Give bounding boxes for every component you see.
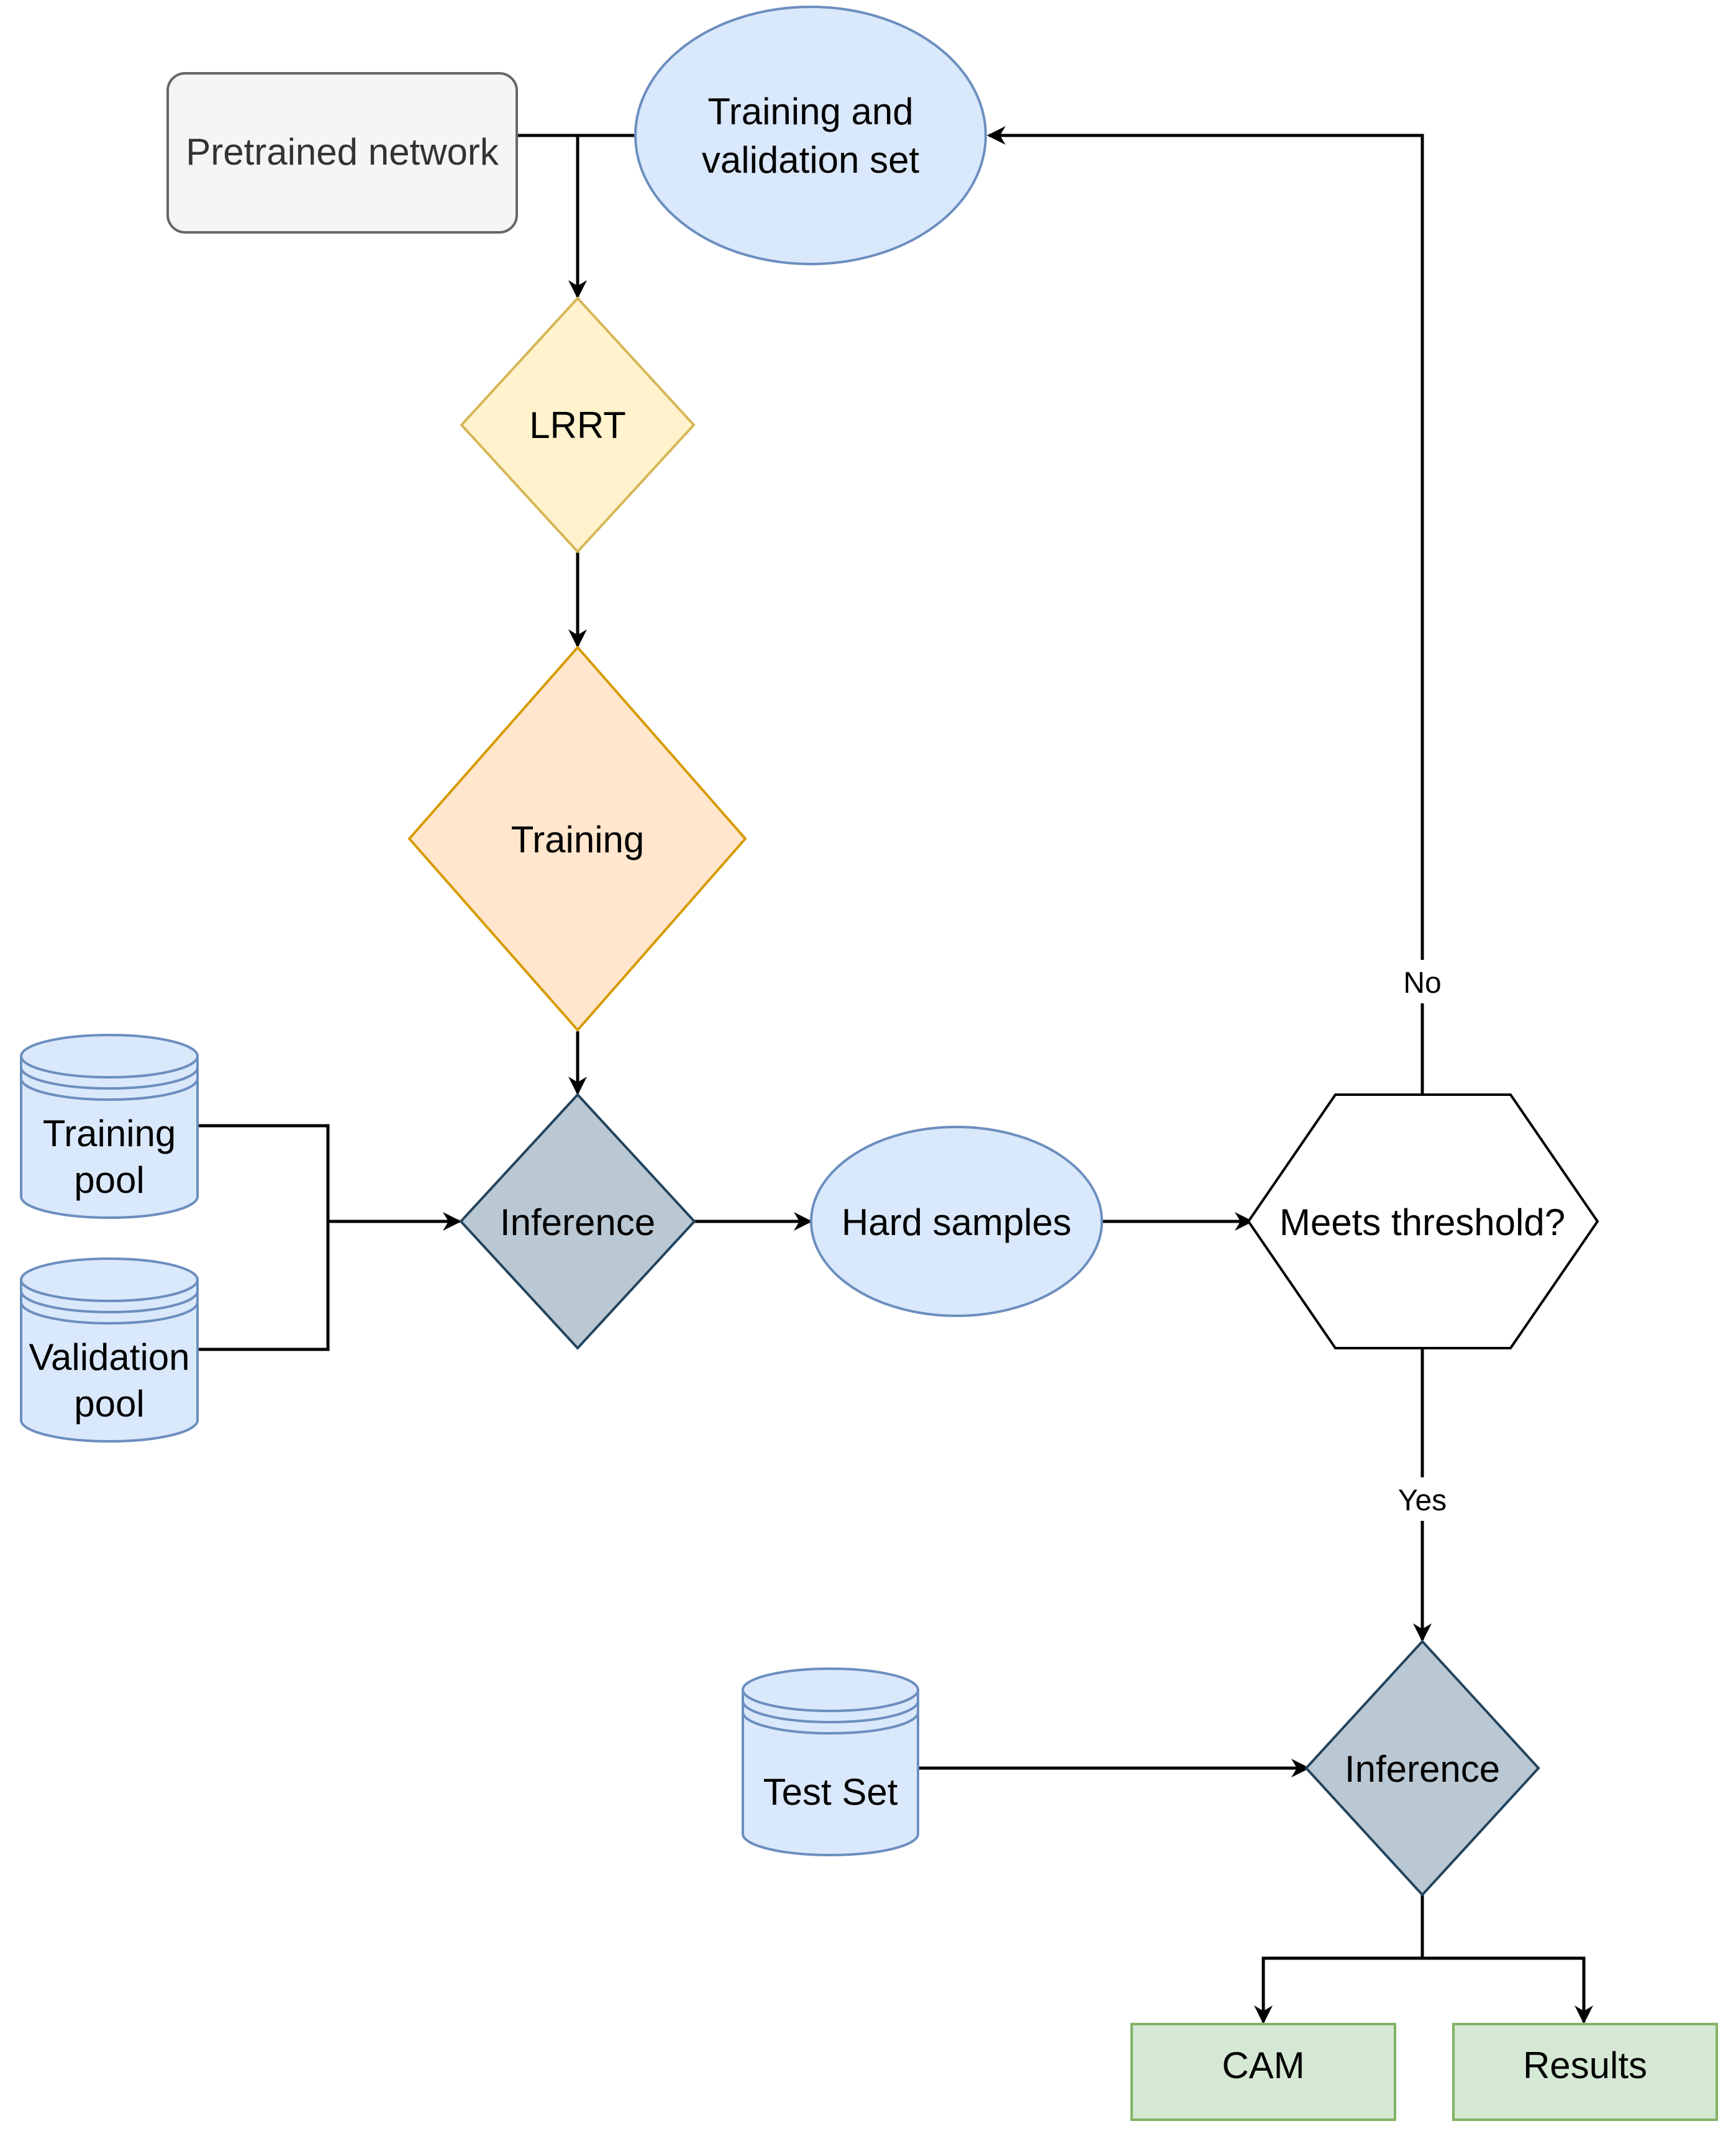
edge-label-no: No [1403,967,1441,1000]
node-training-validation-set: Training and validation set [634,6,987,265]
lrrt-label: LRRT [529,404,626,446]
edge-to-cam [1254,1956,1422,2024]
node-lrrt: LRRT [460,296,696,554]
pretrained-network-label: Pretrained network [186,131,499,173]
training-validation-set-label-1: Training and [707,91,913,132]
training-validation-set-label-2: validation set [702,139,920,181]
node-validation-pool: Validation pool [20,1257,199,1443]
node-inference-2: Inference [1304,1640,1540,1897]
training-pool-label-2: pool [74,1159,144,1201]
training-label: Training [511,819,645,860]
node-inference-1: Inference [459,1093,696,1350]
edge-training-pool [198,1124,330,1221]
edges [198,126,1593,2024]
test-set-label: Test Set [763,1771,898,1813]
node-pretrained-network: Pretrained network [166,72,518,234]
training-pool-label-1: Training [43,1113,176,1154]
cam-label: CAM [1222,2045,1304,2086]
inference-2-label: Inference [1345,1748,1500,1790]
meets-threshold-label: Meets threshold? [1279,1202,1565,1243]
hard-samples-label: Hard samples [842,1202,1071,1243]
edge-label-yes: Yes [1398,1484,1447,1517]
inference-1-label: Inference [500,1202,655,1243]
edge-to-results [1422,1956,1593,2024]
results-label: Results [1523,2045,1647,2086]
node-hard-samples: Hard samples [810,1126,1103,1317]
node-test-set: Test Set [742,1667,919,1856]
edge-no [987,126,1424,1095]
node-results: Results [1452,2023,1718,2121]
node-meets-threshold: Meets threshold? [1247,1093,1599,1349]
node-cam: CAM [1130,2023,1396,2121]
validation-pool-label-1: Validation [29,1336,189,1378]
validation-pool-label-2: pool [74,1383,144,1425]
node-training: Training [407,645,747,1033]
edge-labels: No Yes [1386,960,1458,1521]
node-training-pool: Training pool [20,1034,199,1219]
edge-validation-pool [198,1221,330,1351]
